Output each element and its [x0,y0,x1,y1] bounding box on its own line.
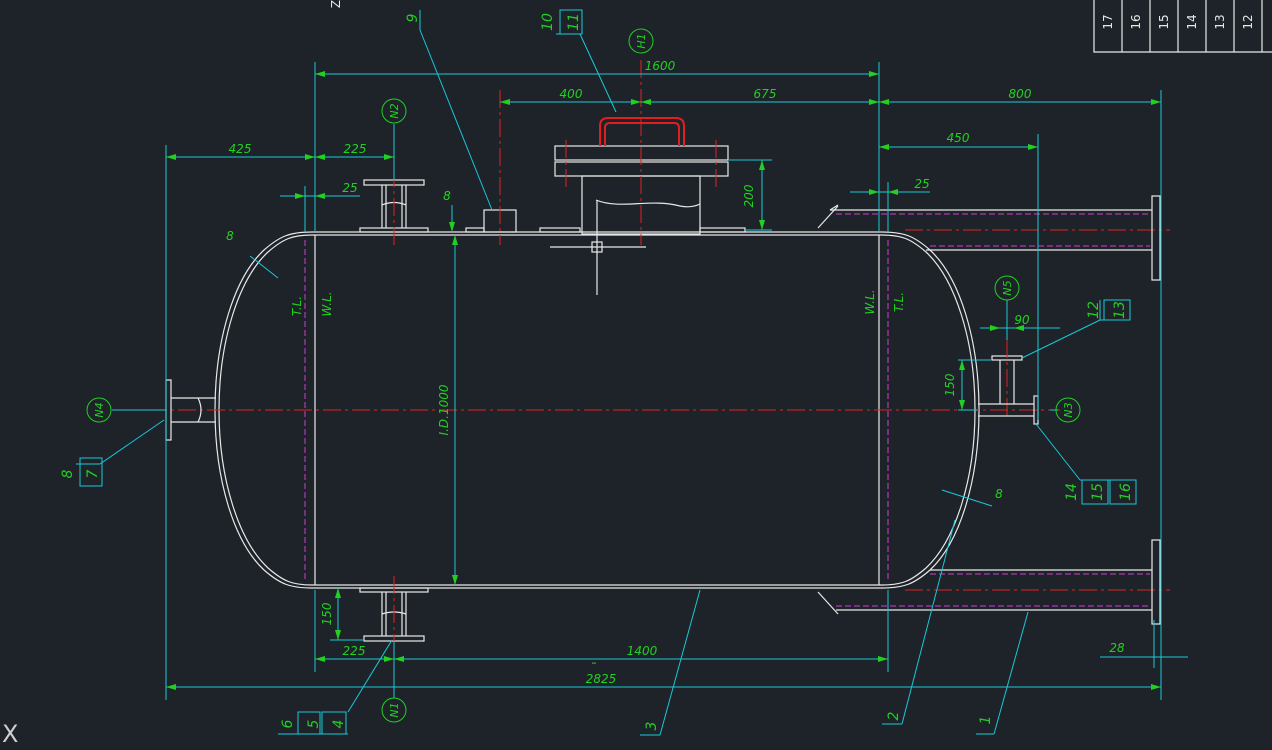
nozzle-n5-label: N5 [1001,280,1014,295]
part-8: 8 [60,469,76,478]
dim-200: 200 [742,184,756,207]
part-1: 1 [978,716,994,725]
dim-25-right: 25 [914,177,929,191]
nozzle-n4[interactable] [165,379,216,441]
dim-800: 800 [1009,87,1032,101]
label-tl-left: T.L. [290,296,304,316]
label-tl-right: T.L. [892,292,906,312]
part-9: 9 [405,13,421,22]
part-5: 5 [306,719,322,728]
part-4: 4 [331,720,347,729]
dim-225-top: 225 [344,142,367,156]
title-cell-5: 13 [1213,14,1227,29]
nozzle-markers [86,28,1081,723]
dim-450: 450 [947,131,970,145]
part-6: 6 [280,719,296,728]
dim-2825-prefix: ˜ [590,661,597,675]
dim-150-n5: 150 [943,373,957,396]
dim-1600: 1600 [645,59,676,73]
dim-675: 675 [754,87,777,101]
dim-id1000: I.D.1000 [437,384,451,435]
axis-glyph: X [2,720,18,748]
coupling-9[interactable] [465,90,517,245]
title-cell-4: 14 [1185,14,1199,29]
nozzle-n5-n3[interactable] [978,340,1039,425]
dimension-arrows [166,71,1161,690]
dim-1400: 1400 [627,644,658,658]
dim-425: 425 [229,142,252,156]
part-2: 2 [886,711,902,720]
title-cell-1: 17 [1101,14,1115,29]
manhole-pad-left [539,227,581,233]
manhole-h1[interactable] [550,60,729,295]
label-wl-right: W.L. [863,289,877,314]
title-cell-6: 12 [1241,14,1255,29]
nozzle-n1-label: N1 [388,702,401,717]
nozzle-n2-label: N2 [388,103,401,118]
nozzle-h1-label: H1 [635,33,648,48]
title-cell-2: 16 [1129,14,1143,29]
label-wl-left: W.L. [320,291,334,316]
dim-150-bottom: 150 [320,602,334,625]
part-3: 3 [644,722,660,731]
dim-225-bottom: 225 [343,644,366,658]
dim-8-left: 8 [226,229,234,243]
part-10: 10 [540,13,556,31]
dim-90: 90 [1014,313,1030,327]
part-12: 12 [1086,301,1102,319]
corner-text: Z [329,0,343,8]
part-15: 15 [1090,483,1106,501]
nozzle-n4-label: N4 [93,402,106,417]
dim-8-right: 8 [995,487,1003,501]
dim-25-left: 25 [342,181,357,195]
dim-2825: 2825 [586,672,617,686]
part-16: 16 [1118,483,1134,501]
nozzle-n3-label: N3 [1062,402,1075,417]
pipe-bottom-right[interactable] [817,539,1170,625]
part-13: 13 [1112,301,1128,319]
dim-400: 400 [560,87,583,101]
title-block: 17 16 15 14 13 12 [1093,0,1272,53]
pipe-top-right[interactable] [817,195,1170,281]
part-11: 11 [566,13,582,31]
part-14: 14 [1064,483,1080,501]
nozzle-n1[interactable] [359,576,429,680]
dimension-lines [76,9,1188,736]
dim-28: 28 [1109,641,1125,655]
part-7: 7 [85,469,101,478]
title-cell-3: 15 [1157,14,1171,29]
dim-8-top: 8 [443,189,451,203]
